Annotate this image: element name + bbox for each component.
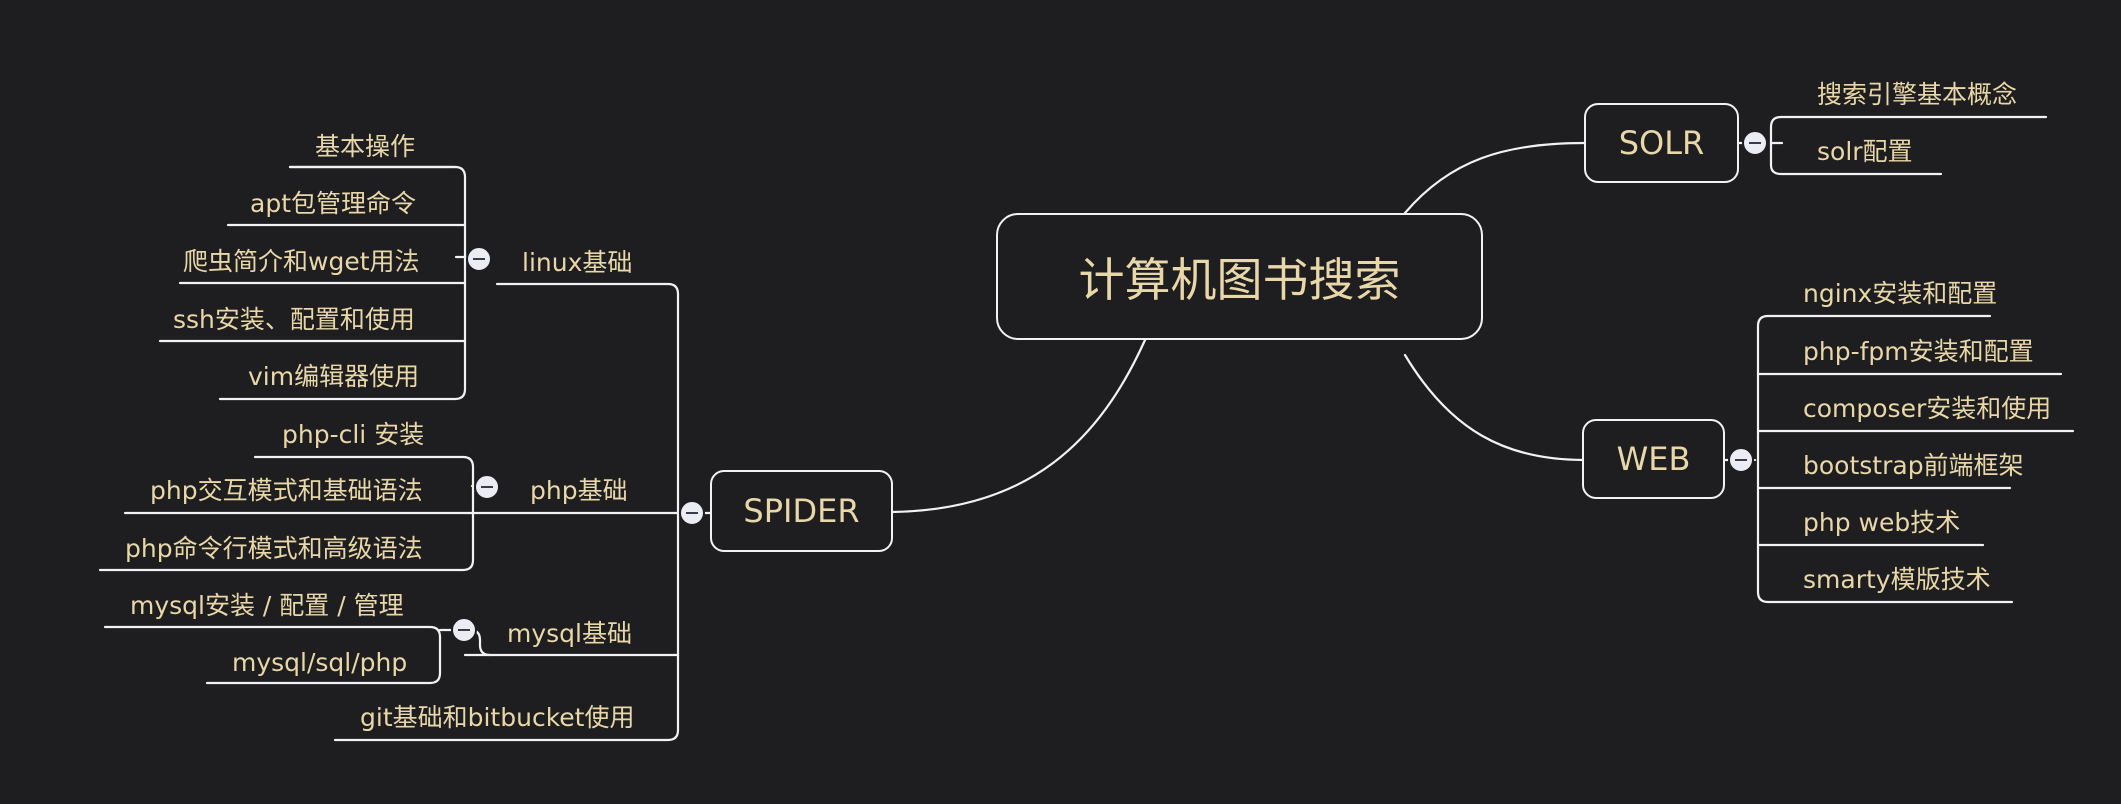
php-branch-label[interactable]: php基础 [530,476,628,505]
spider-label: SPIDER [743,492,860,530]
collapse-mysql-toggle[interactable] [451,617,477,643]
collapse-linux-toggle[interactable] [466,246,492,272]
solr-item[interactable]: solr配置 [1817,137,1913,166]
minus-icon [686,511,698,515]
collapse-spider-toggle[interactable] [679,500,705,526]
spider-node[interactable]: SPIDER [710,470,893,552]
web-item[interactable]: smarty模版技术 [1803,565,1991,594]
web-item[interactable]: nginx安装和配置 [1803,279,1998,308]
web-item[interactable]: php-fpm安装和配置 [1803,337,2034,366]
solr-item[interactable]: 搜索引擎基本概念 [1817,80,2018,109]
minus-icon [458,628,470,632]
collapse-web-toggle[interactable] [1728,447,1754,473]
mysql-branch-label[interactable]: mysql基础 [507,619,632,648]
web-label: WEB [1616,440,1691,478]
linux-item[interactable]: 基本操作 [315,132,416,161]
minus-icon [473,257,485,261]
solr-node[interactable]: SOLR [1584,103,1739,183]
mysql-item[interactable]: mysql/sql/php [232,648,408,677]
web-item[interactable]: bootstrap前端框架 [1803,451,2024,480]
mysql-item[interactable]: mysql安装 / 配置 / 管理 [130,591,404,620]
minus-icon [481,485,493,489]
git-branch-label[interactable]: git基础和bitbucket使用 [360,703,635,732]
linux-item[interactable]: ssh安装、配置和使用 [173,305,415,334]
collapse-solr-toggle[interactable] [1742,130,1768,156]
web-node[interactable]: WEB [1582,419,1725,499]
linux-item[interactable]: 爬虫简介和wget用法 [183,247,420,276]
root-node[interactable]: 计算机图书搜索 [996,213,1483,340]
php-item[interactable]: php-cli 安装 [282,420,425,449]
linux-item[interactable]: vim编辑器使用 [248,362,420,391]
root-label: 计算机图书搜索 [1078,252,1401,307]
web-item[interactable]: php web技术 [1803,508,1961,537]
linux-branch-label[interactable]: linux基础 [522,248,633,277]
minus-icon [1735,458,1747,462]
php-item[interactable]: php交互模式和基础语法 [150,476,423,505]
linux-item[interactable]: apt包管理命令 [250,189,416,218]
php-item[interactable]: php命令行模式和高级语法 [125,534,423,563]
solr-label: SOLR [1618,124,1705,162]
web-item[interactable]: composer安装和使用 [1803,394,2052,423]
collapse-php-toggle[interactable] [474,474,500,500]
minus-icon [1749,141,1761,145]
